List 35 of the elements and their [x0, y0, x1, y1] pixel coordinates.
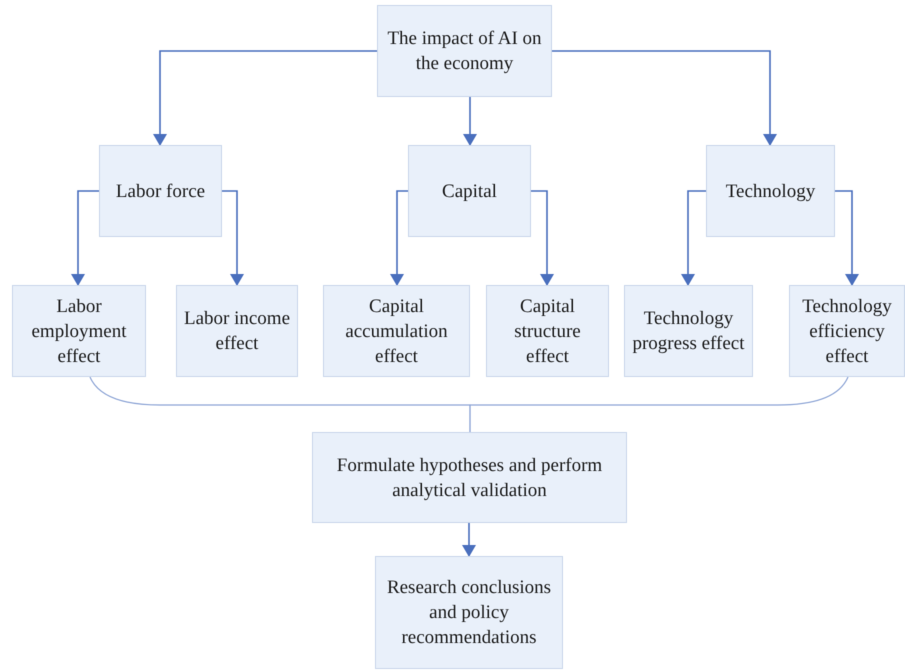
process-box — [789, 285, 905, 377]
process-box — [323, 285, 470, 377]
box-label: Formulate hypotheses and perform analytical validation — [336, 454, 604, 502]
arrow — [463, 97, 477, 146]
arrow — [71, 190, 99, 286]
process-box — [312, 432, 627, 523]
arrow — [552, 50, 777, 146]
box-label: Technology — [726, 180, 816, 204]
box-label: Labor income effect — [182, 307, 292, 356]
box-label: Labor employment effect — [30, 294, 128, 368]
box-label: Capital structure effect — [513, 294, 582, 368]
process-box — [408, 145, 531, 237]
box-label: Capital — [442, 180, 497, 204]
arrow — [531, 190, 554, 286]
arrow — [153, 50, 377, 146]
process-box — [12, 285, 146, 377]
box-label: Technology progress effect — [631, 307, 746, 356]
connector-line — [469, 376, 849, 432]
process-box — [375, 556, 563, 669]
box-label: The impact of AI on the economy — [386, 27, 543, 76]
arrow — [462, 523, 476, 557]
arrow — [835, 190, 859, 286]
box-label: Technology efficiency effect — [801, 294, 893, 368]
box-label: Labor force — [116, 180, 206, 204]
process-box — [99, 145, 222, 237]
process-box — [377, 5, 552, 97]
arrow — [681, 190, 706, 286]
arrow — [390, 190, 408, 286]
arrow — [222, 190, 244, 286]
process-box — [706, 145, 835, 237]
process-box — [624, 285, 753, 377]
process-box — [176, 285, 298, 377]
box-label: Research conclusions and policy recommendations — [386, 576, 552, 650]
process-box — [486, 285, 609, 377]
box-label: Capital accumulation effect — [344, 294, 449, 368]
